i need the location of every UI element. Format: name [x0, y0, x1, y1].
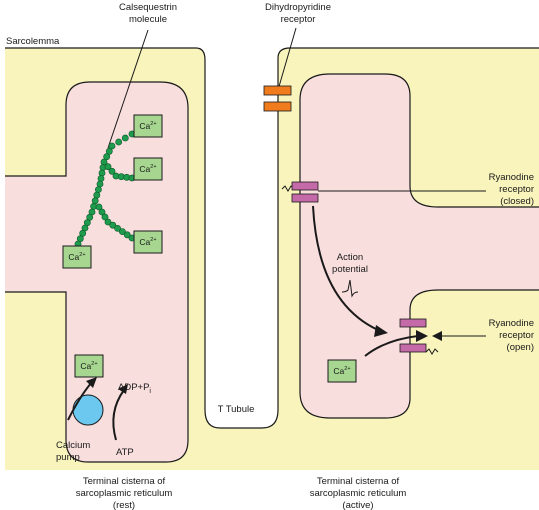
ca-ion-box: Ca2+ [133, 157, 163, 181]
action-potential-label: Action [337, 252, 363, 263]
calsequestrin-bead [119, 228, 126, 235]
cistern-active-label: sarcoplasmic reticulum [310, 488, 407, 499]
ca-ion-box: Ca2+ [74, 354, 104, 378]
ryr-closed-label: receptor [499, 184, 534, 195]
action-potential-waveform [341, 279, 359, 298]
ca-ion-box: Ca2+ [133, 230, 163, 254]
arrowhead [416, 330, 428, 342]
ryr-closed-label: (closed) [500, 196, 534, 207]
calsequestrin-bead [103, 153, 111, 161]
dihydropyridine-label: receptor [281, 14, 316, 25]
svg-text:Ca2+: Ca2+ [80, 361, 97, 371]
cistern-rest-label: Terminal cisterna of [83, 476, 166, 487]
svg-text:Ca2+: Ca2+ [68, 252, 85, 262]
atp-adp-arrow [112, 389, 125, 441]
ryr-closed-label: Ryanodine [489, 172, 534, 183]
dhp-receptor-top [263, 85, 292, 96]
svg-text:Ca2+: Ca2+ [139, 164, 156, 174]
calsequestrin-chain [74, 130, 136, 248]
calsequestrin-bead [98, 208, 106, 216]
cistern-active-label: (active) [342, 500, 373, 510]
calsequestrin-bead [121, 134, 129, 142]
calsequestrin-bead [104, 218, 112, 226]
sarcolemma-label: Sarcolemma [6, 36, 60, 47]
calsequestrin-bead [97, 175, 105, 182]
ca-ion-box: Ca2+ [62, 245, 92, 269]
calsequestrin-bead [95, 203, 103, 211]
calsequestrin-bead [96, 180, 104, 188]
atp-label: ATP [116, 447, 134, 458]
arrowhead [86, 377, 97, 388]
calsequestrin-label: molecule [129, 14, 167, 25]
calcium-pump-label: Calcium [56, 440, 90, 451]
ryr-open-label: receptor [499, 330, 534, 341]
calsequestrin-bead [104, 163, 112, 171]
calsequestrin-bead [105, 147, 113, 155]
sarcolemma-membrane [5, 47, 539, 429]
ca-ion-box: Ca2+ [133, 114, 163, 138]
arrowhead [432, 331, 442, 341]
action-potential-label: potential [332, 264, 368, 275]
calsequestrin-bead [98, 169, 106, 177]
ryr-open-label: (open) [507, 342, 534, 353]
action-potential-arrow [312, 205, 379, 331]
ryr-open-label: Ryanodine [489, 318, 534, 329]
calsequestrin-bead [109, 221, 117, 229]
calsequestrin-bead [115, 138, 123, 146]
calsequestrin-bead [91, 197, 99, 205]
cistern-rest-label: sarcoplasmic reticulum [76, 488, 173, 499]
adp-label: ADP+Pi [118, 382, 151, 395]
cistern-active-label: Terminal cisterna of [317, 476, 400, 487]
svg-text:Ca2+: Ca2+ [139, 237, 156, 247]
ryr-open-bottom [399, 343, 427, 353]
calcium-pump [72, 394, 104, 426]
svg-text:Ca2+: Ca2+ [139, 121, 156, 131]
calcium-pump-label: pump [56, 452, 80, 463]
ryr-closed-top [291, 181, 319, 191]
ryr-closed-bottom [291, 193, 319, 203]
calsequestrin-bead [123, 231, 131, 239]
arrowhead [374, 325, 388, 337]
calsequestrin-leader [107, 29, 149, 149]
ryr-open-squiggle [425, 348, 439, 355]
dhp-leader [277, 27, 297, 91]
ryr-open-top [399, 318, 427, 328]
calsequestrin-bead [95, 186, 102, 193]
ca-release-arrow [364, 335, 419, 357]
calsequestrin-bead [108, 167, 116, 175]
svg-text:Ca2+: Ca2+ [333, 366, 350, 376]
calsequestrin-bead [93, 191, 101, 199]
calsequestrin-bead [108, 142, 116, 150]
calsequestrin-bead [101, 213, 109, 221]
arrowhead [118, 384, 128, 394]
t-tubule-label: T Tubule [218, 404, 255, 415]
cistern-rest-label: (rest) [113, 500, 135, 510]
calsequestrin-label: Calsequestrin [119, 2, 177, 13]
ca-ion-box: Ca2+ [327, 359, 357, 383]
dhp-receptor-bottom [263, 101, 292, 112]
calsequestrin-bead [114, 224, 121, 232]
dihydropyridine-label: Dihydropyridine [265, 2, 331, 13]
